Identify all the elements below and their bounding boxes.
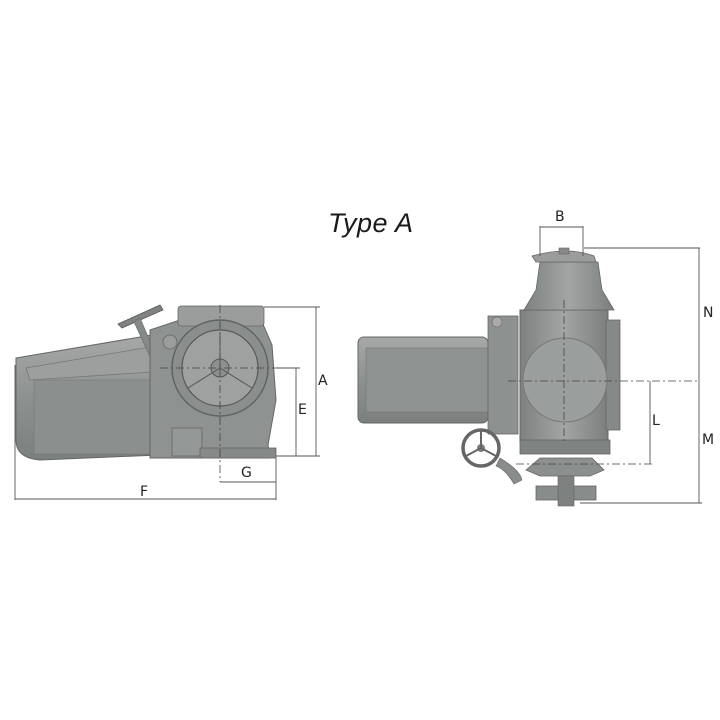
diagram-title: Type A [328, 208, 414, 238]
side-center-lines [160, 305, 296, 482]
dimension-label-m: M [702, 432, 715, 448]
side-dimension-lines [14, 306, 320, 500]
dimension-label-f: F [140, 484, 149, 500]
dimension-label-g: G [241, 465, 252, 481]
front-view-windlass [357, 247, 621, 507]
front-dimension-lines [539, 226, 702, 504]
front-center-lines [508, 300, 700, 465]
dimension-label-a: A [318, 373, 328, 389]
dimension-label-l: L [652, 413, 660, 429]
side-view-windlass [15, 304, 277, 461]
dimension-label-n: N [703, 305, 714, 321]
dimension-label-e: E [298, 402, 307, 418]
dimension-label-b: B [555, 209, 565, 225]
